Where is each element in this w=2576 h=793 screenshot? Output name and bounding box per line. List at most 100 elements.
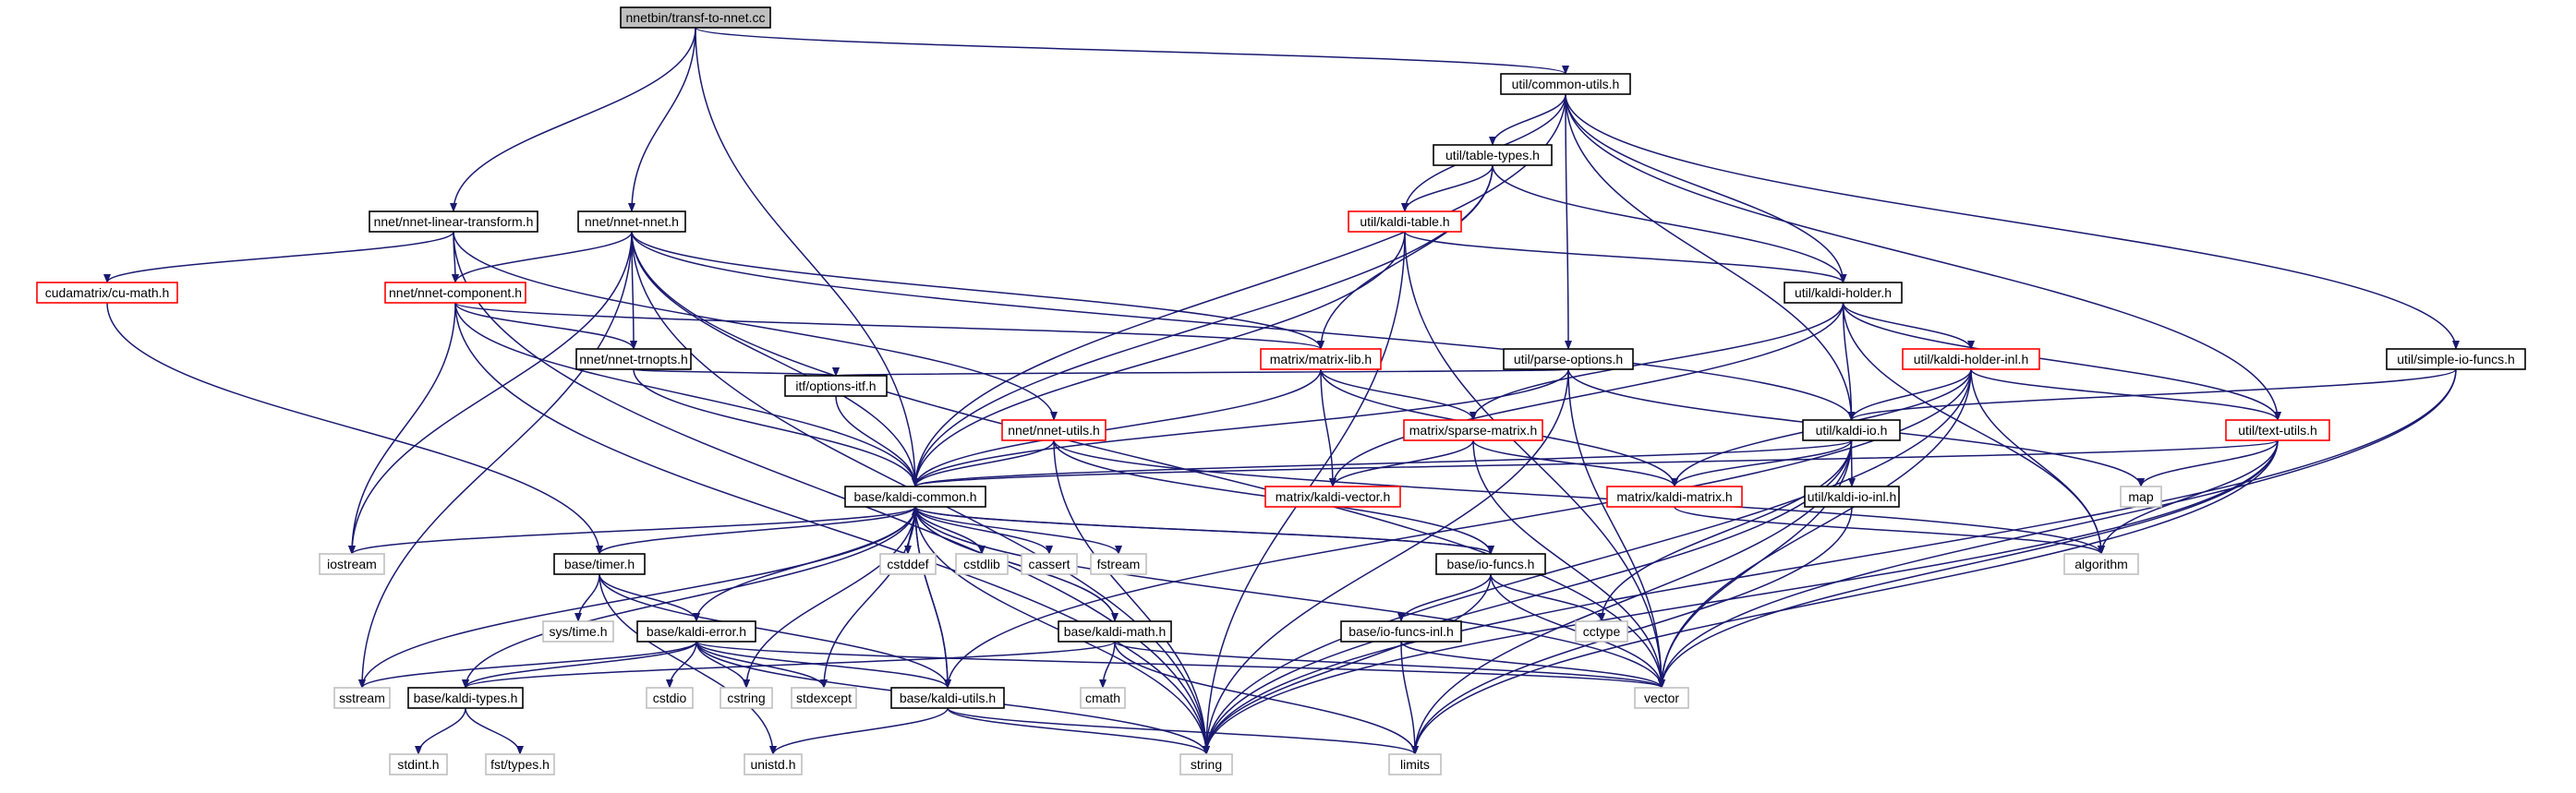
node-label-iostream: iostream: [327, 557, 377, 571]
node-nnet-trnopts[interactable]: nnet/nnet-trnopts.h: [575, 348, 692, 370]
node-io-funcs[interactable]: base/io-funcs.h: [1435, 553, 1546, 575]
edge-nnet-utils-to-string: [1053, 439, 1210, 755]
edge-kaldi-utils-to-limits: [947, 707, 1419, 755]
node-io-funcs-inl[interactable]: base/io-funcs-inl.h: [1340, 620, 1462, 643]
node-label-common-utils: util/common-utils.h: [1512, 77, 1620, 91]
node-kaldi-holder[interactable]: util/kaldi-holder.h: [1784, 282, 1903, 304]
node-stdexcept: stdexcept: [791, 687, 857, 709]
edge-kaldi-math-to-kaldi-types: [462, 641, 1116, 689]
node-timer[interactable]: base/timer.h: [553, 553, 646, 575]
node-cassert: cassert: [1021, 553, 1078, 575]
node-label-kaldi-common: base/kaldi-common.h: [853, 489, 976, 504]
node-box-nnet-linear: [369, 210, 538, 233]
edge-kaldi-math-to-kaldi-common: [912, 506, 1116, 622]
node-kaldi-io-inl[interactable]: util/kaldi-io-inl.h: [1804, 486, 1900, 508]
node-label-kaldi-table: util/kaldi-table.h: [1360, 214, 1449, 229]
edge-kaldi-holder-inl-to-kaldi-utils: [944, 368, 1972, 689]
node-cstring: cstring: [720, 687, 773, 709]
node-box-options-itf: [784, 375, 888, 397]
node-sstream: sstream: [333, 687, 391, 709]
node-simple-io[interactable]: util/simple-io-funcs.h: [2386, 348, 2526, 370]
edge-common-utils-to-text-utils: [1565, 93, 2281, 421]
node-kaldi-holder-inl[interactable]: util/kaldi-holder-inl.h: [1902, 348, 2040, 370]
node-kaldi-vector[interactable]: matrix/kaldi-vector.h: [1264, 486, 1401, 508]
edge-table-types-to-kaldi-table: [1401, 164, 1494, 212]
node-kaldi-types[interactable]: base/kaldi-types.h: [407, 687, 524, 709]
edge-kaldi-holder-inl-to-kaldi-io: [1847, 368, 1972, 421]
node-box-fstream: [1090, 553, 1147, 575]
node-cctype: cctype: [1575, 620, 1628, 643]
node-label-kaldi-matrix: matrix/kaldi-matrix.h: [1616, 489, 1732, 504]
edge-text-utils-to-string: [1203, 439, 2279, 755]
node-box-timer: [553, 553, 646, 575]
edge-io-funcs-to-kaldi-common: [912, 506, 1492, 555]
node-box-kaldi-io: [1802, 419, 1901, 441]
node-kaldi-common[interactable]: base/kaldi-common.h: [844, 486, 986, 508]
node-cu-math[interactable]: cudamatrix/cu-math.h: [36, 282, 178, 304]
edge-nnet-nnet-to-kaldi-common: [631, 231, 919, 487]
node-root[interactable]: nnetbin/transf-to-nnet.cc: [620, 6, 771, 29]
node-kaldi-table[interactable]: util/kaldi-table.h: [1348, 210, 1462, 233]
node-table-types[interactable]: util/table-types.h: [1433, 144, 1553, 166]
node-box-nnet-component: [384, 282, 526, 304]
node-cstdio: cstdio: [646, 687, 694, 709]
edge-kaldi-holder-to-text-utils: [1842, 302, 2281, 421]
edge-nnet-component-to-iostream: [348, 302, 456, 555]
node-box-vector: [1634, 687, 1689, 709]
node-box-text-utils: [2225, 419, 2330, 441]
node-common-utils[interactable]: util/common-utils.h: [1500, 73, 1631, 95]
edge-text-utils-to-limits: [1411, 439, 2279, 755]
edge-kaldi-error-to-kaldi-types: [462, 641, 697, 689]
node-cmath: cmath: [1080, 687, 1126, 709]
node-nnet-nnet[interactable]: nnet/nnet-nnet.h: [577, 210, 686, 233]
node-matrix-lib[interactable]: matrix/matrix-lib.h: [1260, 348, 1382, 370]
edge-kaldi-table-to-kaldi-common: [912, 231, 1406, 487]
edge-simple-io-to-kaldi-io: [1847, 368, 2457, 421]
node-text-utils[interactable]: util/text-utils.h: [2225, 419, 2330, 441]
node-kaldi-io[interactable]: util/kaldi-io.h: [1802, 419, 1901, 441]
node-label-cstring: cstring: [727, 691, 765, 705]
node-box-cstdlib: [955, 553, 1009, 575]
edge-nnet-nnet-to-kaldi-io: [631, 231, 1856, 421]
node-label-vector: vector: [1644, 691, 1679, 705]
node-nnet-component[interactable]: nnet/nnet-component.h: [384, 282, 526, 304]
node-nnet-linear[interactable]: nnet/nnet-linear-transform.h: [369, 210, 538, 233]
node-kaldi-error[interactable]: base/kaldi-error.h: [636, 620, 756, 643]
node-cstddef: cstddef: [879, 553, 937, 575]
node-parse-options[interactable]: util/parse-options.h: [1503, 348, 1634, 370]
edge-kaldi-holder-to-kaldi-io: [1842, 302, 1856, 421]
node-kaldi-utils[interactable]: base/kaldi-utils.h: [890, 687, 1005, 709]
node-label-table-types: util/table-types.h: [1445, 148, 1540, 162]
node-label-nnet-trnopts: nnet/nnet-trnopts.h: [579, 352, 688, 366]
node-box-sstream: [333, 687, 391, 709]
edge-matrix-lib-to-kaldi-vector: [1320, 368, 1336, 487]
node-kaldi-math[interactable]: base/kaldi-math.h: [1058, 620, 1172, 643]
node-box-kaldi-utils: [890, 687, 1005, 709]
node-sparse-matrix[interactable]: matrix/sparse-matrix.h: [1403, 419, 1543, 441]
node-nnet-utils[interactable]: nnet/nnet-utils.h: [1001, 419, 1107, 441]
edge-kaldi-error-to-cstring: [695, 641, 750, 689]
node-kaldi-matrix[interactable]: matrix/kaldi-matrix.h: [1606, 486, 1743, 508]
node-cstdlib: cstdlib: [955, 553, 1009, 575]
edge-kaldi-types-to-stdint: [415, 707, 466, 755]
node-fst-types: fst/types.h: [485, 753, 555, 775]
edge-kaldi-common-to-stdexcept: [820, 506, 916, 689]
node-label-io-funcs-inl: base/io-funcs-inl.h: [1348, 624, 1454, 639]
node-stdint: stdint.h: [389, 753, 448, 775]
edge-simple-io-to-vector: [1658, 368, 2457, 689]
edge-sparse-matrix-to-vector: [1472, 439, 1665, 689]
edge-parse-options-to-options-itf: [834, 366, 1569, 377]
node-box-kaldi-vector: [1264, 486, 1401, 508]
edge-kaldi-common-to-cassert: [914, 506, 1053, 555]
edge-timer-to-kaldi-error: [599, 573, 700, 622]
node-box-limits: [1388, 753, 1442, 775]
node-algorithm: algorithm: [2063, 553, 2139, 575]
node-limits: limits: [1388, 753, 1442, 775]
edge-nnet-linear-to-cu-math: [103, 231, 454, 283]
node-box-io-funcs: [1435, 553, 1546, 575]
edge-kaldi-io-to-kaldi-matrix: [1671, 439, 1853, 487]
node-label-options-itf: itf/options-itf.h: [795, 378, 876, 393]
node-options-itf[interactable]: itf/options-itf.h: [784, 375, 888, 397]
edge-nnet-nnet-to-nnet-component: [452, 231, 633, 283]
edges-layer: [103, 27, 2460, 755]
